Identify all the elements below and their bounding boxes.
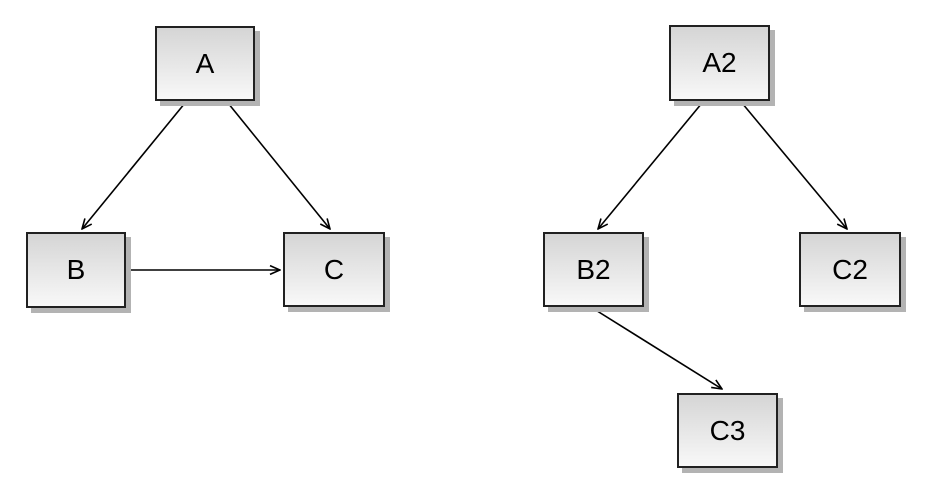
node-A[interactable]: A — [155, 26, 255, 101]
node-B[interactable]: B — [26, 232, 126, 308]
edge-A2-B2 — [598, 102, 703, 229]
node-B2[interactable]: B2 — [543, 232, 644, 307]
edge-A-B — [82, 102, 186, 229]
node-C3[interactable]: C3 — [677, 393, 778, 468]
node-C2[interactable]: C2 — [799, 232, 901, 307]
edge-A2-C2 — [741, 102, 847, 229]
edge-A-C — [227, 102, 330, 229]
node-C[interactable]: C — [283, 232, 385, 307]
edge-B2-C3 — [593, 308, 722, 389]
node-A2[interactable]: A2 — [669, 25, 770, 101]
